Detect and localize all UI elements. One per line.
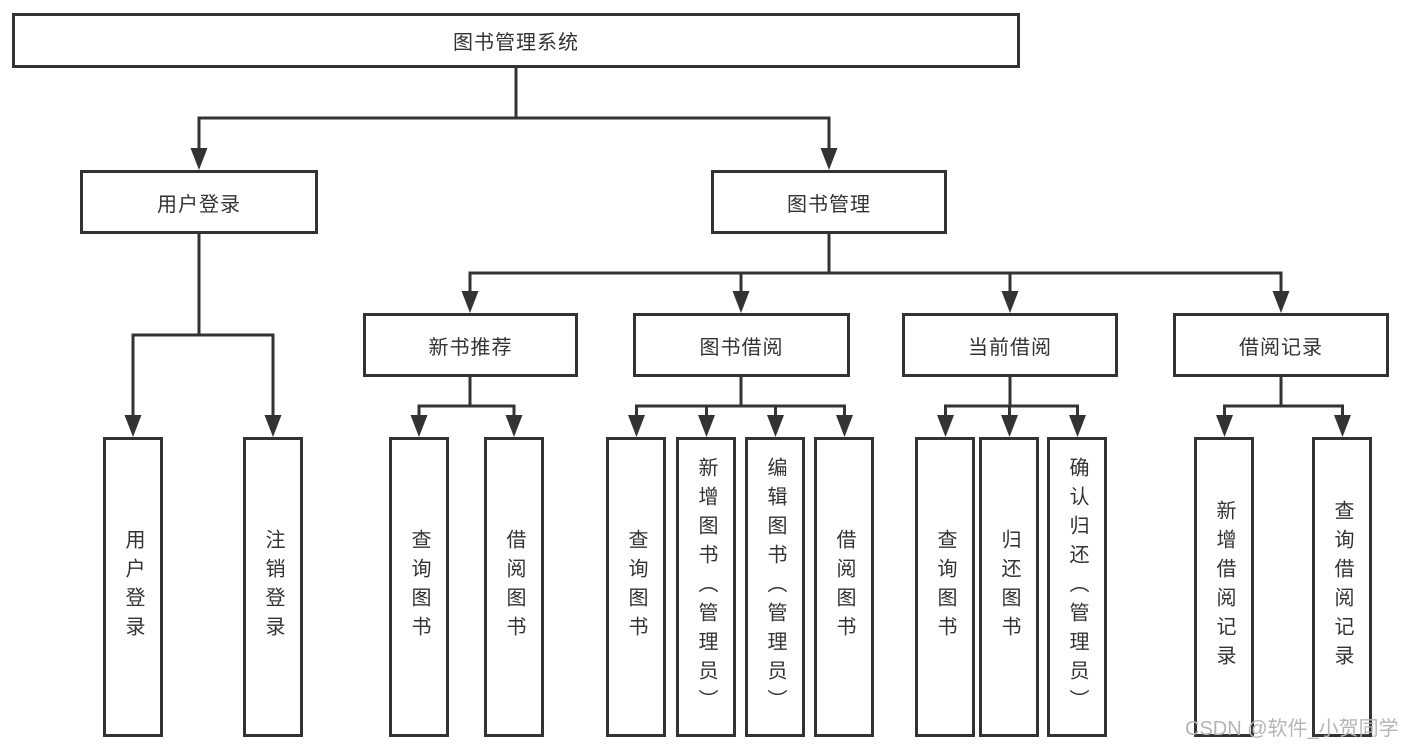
- node-current-borrowing: 当前借阅: [902, 313, 1118, 377]
- arrow-to-book-mgmt: [820, 148, 838, 170]
- arrow-leaf-1: [124, 415, 142, 437]
- node-new-book-recommend: 新书推荐: [363, 313, 578, 377]
- node-user-login-label: 用户登录: [157, 193, 241, 216]
- arrow-leaf-13: [1334, 415, 1351, 437]
- node-root-label: 图书管理系统: [453, 32, 579, 54]
- leaf-query-books-borrowing-label: 查询图书: [625, 529, 647, 645]
- leaf-add-book-admin-label: 新增图书（管理员）: [695, 456, 717, 718]
- arrow-to-borrowing: [732, 291, 750, 313]
- leaf-user-login-label: 用户登录: [122, 529, 144, 645]
- leaf-confirm-return-admin: 确认归还（管理员）: [1047, 437, 1107, 737]
- arrow-leaf-7: [767, 415, 784, 437]
- connector-level3-branch: [468, 271, 1283, 295]
- node-borrow-records-label: 借阅记录: [1239, 336, 1323, 359]
- leaf-borrow-books-recommend-label: 借阅图书: [503, 529, 525, 645]
- leaf-logout: 注销登录: [243, 437, 303, 737]
- arrow-leaf-4: [505, 415, 523, 437]
- leaf-add-borrow-record: 新增借阅记录: [1194, 437, 1254, 737]
- arrow-leaf-5: [628, 415, 645, 437]
- arrow-to-records: [1272, 291, 1290, 313]
- connector-current-branch: [944, 404, 1079, 421]
- leaf-query-books-current: 查询图书: [915, 437, 975, 737]
- arrow-to-current: [1001, 291, 1019, 313]
- connector-newbook-branch: [417, 404, 516, 421]
- node-root: 图书管理系统: [12, 13, 1020, 68]
- arrow-leaf-2: [264, 415, 282, 437]
- arrow-to-newbook: [461, 291, 479, 313]
- arrow-leaf-8: [836, 415, 853, 437]
- arrow-leaf-9: [937, 415, 954, 437]
- node-book-management-label: 图书管理: [787, 193, 871, 216]
- arrowheads: [124, 148, 1351, 437]
- leaf-edit-book-admin-label: 编辑图书（管理员）: [764, 456, 786, 718]
- leaf-query-borrow-record-label: 查询借阅记录: [1331, 500, 1353, 674]
- leaf-borrow-books-recommend: 借阅图书: [484, 437, 544, 737]
- leaf-query-borrow-record: 查询借阅记录: [1312, 437, 1372, 737]
- leaf-borrow-books-borrowing: 借阅图书: [814, 437, 874, 737]
- leaf-add-book-admin: 新增图书（管理员）: [676, 437, 736, 737]
- connector-records-branch: [1223, 404, 1344, 421]
- leaf-borrow-books-borrowing-label: 借阅图书: [833, 529, 855, 645]
- leaf-logout-label: 注销登录: [262, 529, 284, 645]
- connector-user-login-branch: [131, 333, 275, 420]
- leaf-query-books-borrowing: 查询图书: [606, 437, 666, 737]
- connector-root-branch: [197, 116, 831, 152]
- arrow-leaf-11: [1069, 415, 1086, 437]
- leaf-add-borrow-record-label: 新增借阅记录: [1213, 500, 1235, 674]
- leaf-query-books-current-label: 查询图书: [934, 529, 956, 645]
- csdn-watermark: CSDN @软件_小贺同学: [1185, 718, 1399, 740]
- node-current-borrowing-label: 当前借阅: [968, 336, 1052, 359]
- node-user-login: 用户登录: [80, 170, 318, 234]
- leaf-query-books-recommend: 查询图书: [389, 437, 449, 737]
- node-book-management: 图书管理: [711, 170, 947, 234]
- arrow-leaf-10: [1001, 415, 1018, 437]
- node-new-book-recommend-label: 新书推荐: [428, 336, 513, 359]
- node-book-borrowing-label: 图书借阅: [699, 336, 784, 359]
- arrow-leaf-12: [1216, 415, 1233, 437]
- leaf-confirm-return-admin-label: 确认归还（管理员）: [1066, 456, 1088, 718]
- node-borrow-records: 借阅记录: [1173, 313, 1389, 377]
- leaf-return-books-label: 归还图书: [998, 529, 1020, 645]
- arrow-leaf-3: [410, 415, 428, 437]
- leaf-return-books: 归还图书: [979, 437, 1039, 737]
- node-book-borrowing: 图书借阅: [633, 313, 850, 377]
- leaf-edit-book-admin: 编辑图书（管理员）: [745, 437, 805, 737]
- leaf-user-login: 用户登录: [103, 437, 163, 737]
- leaf-query-books-recommend-label: 查询图书: [408, 529, 430, 645]
- arrow-to-user-login: [190, 148, 208, 170]
- arrow-leaf-6: [698, 415, 715, 437]
- connector-borrowing-branch: [635, 404, 846, 421]
